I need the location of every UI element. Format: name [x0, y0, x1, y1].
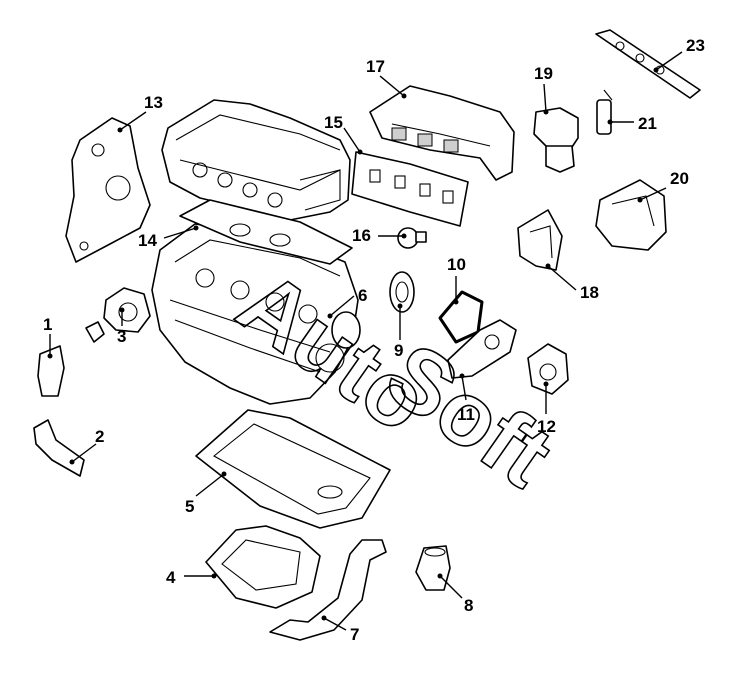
part-6-seal [331, 311, 361, 349]
part-7-pickup-tube [269, 539, 387, 641]
callout-4: 4 [166, 568, 176, 587]
part-16-sensor [397, 227, 427, 249]
part-2-hose [33, 419, 85, 477]
part-9-gear [389, 271, 415, 313]
callout-1: 1 [43, 315, 52, 334]
part-12-thermostat-housing [527, 343, 569, 395]
callout-5: 5 [185, 497, 194, 516]
callout-7: 7 [350, 625, 359, 644]
part-17-intake-manifold [369, 85, 515, 181]
callout-10: 10 [447, 255, 466, 274]
part-15-manifold-gasket [351, 151, 469, 227]
part-5-oil-pan [195, 409, 391, 529]
part-11-housing [447, 319, 517, 379]
callout-15: 15 [324, 113, 343, 132]
callout-8: 8 [464, 596, 473, 615]
callout-18: 18 [580, 283, 599, 302]
callout-13: 13 [144, 93, 163, 112]
callout-3: 3 [117, 327, 126, 346]
part-10-seal [438, 290, 484, 344]
callout-6: 6 [358, 286, 367, 305]
callout-14: 14 [138, 231, 157, 250]
callout-2: 2 [95, 427, 104, 446]
part-14-head-gasket [179, 199, 353, 265]
callout-23: 23 [686, 36, 705, 55]
part-19-fuel-filter [533, 107, 579, 173]
callout-12: 12 [537, 417, 556, 436]
part-20-injection-pump [595, 179, 667, 251]
part-21-injector [596, 89, 613, 135]
callout-16: 16 [352, 226, 371, 245]
engine-block-illustration [151, 223, 359, 405]
callout-21: 21 [638, 114, 657, 133]
part-8-fitting [415, 545, 451, 591]
part-1-elbow [37, 345, 65, 397]
callout-17: 17 [366, 57, 385, 76]
part-3-pump [85, 287, 151, 343]
cylinder-head-illustration [161, 99, 351, 221]
callout-19: 19 [534, 64, 553, 83]
callout-leaders [47, 51, 683, 631]
part-18-bracket [517, 209, 563, 271]
callout-9: 9 [394, 341, 403, 360]
part-23-fuel-rail [595, 29, 701, 99]
part-4-baffle [205, 525, 321, 609]
callout-11: 11 [457, 405, 475, 424]
callout-20: 20 [670, 169, 689, 188]
